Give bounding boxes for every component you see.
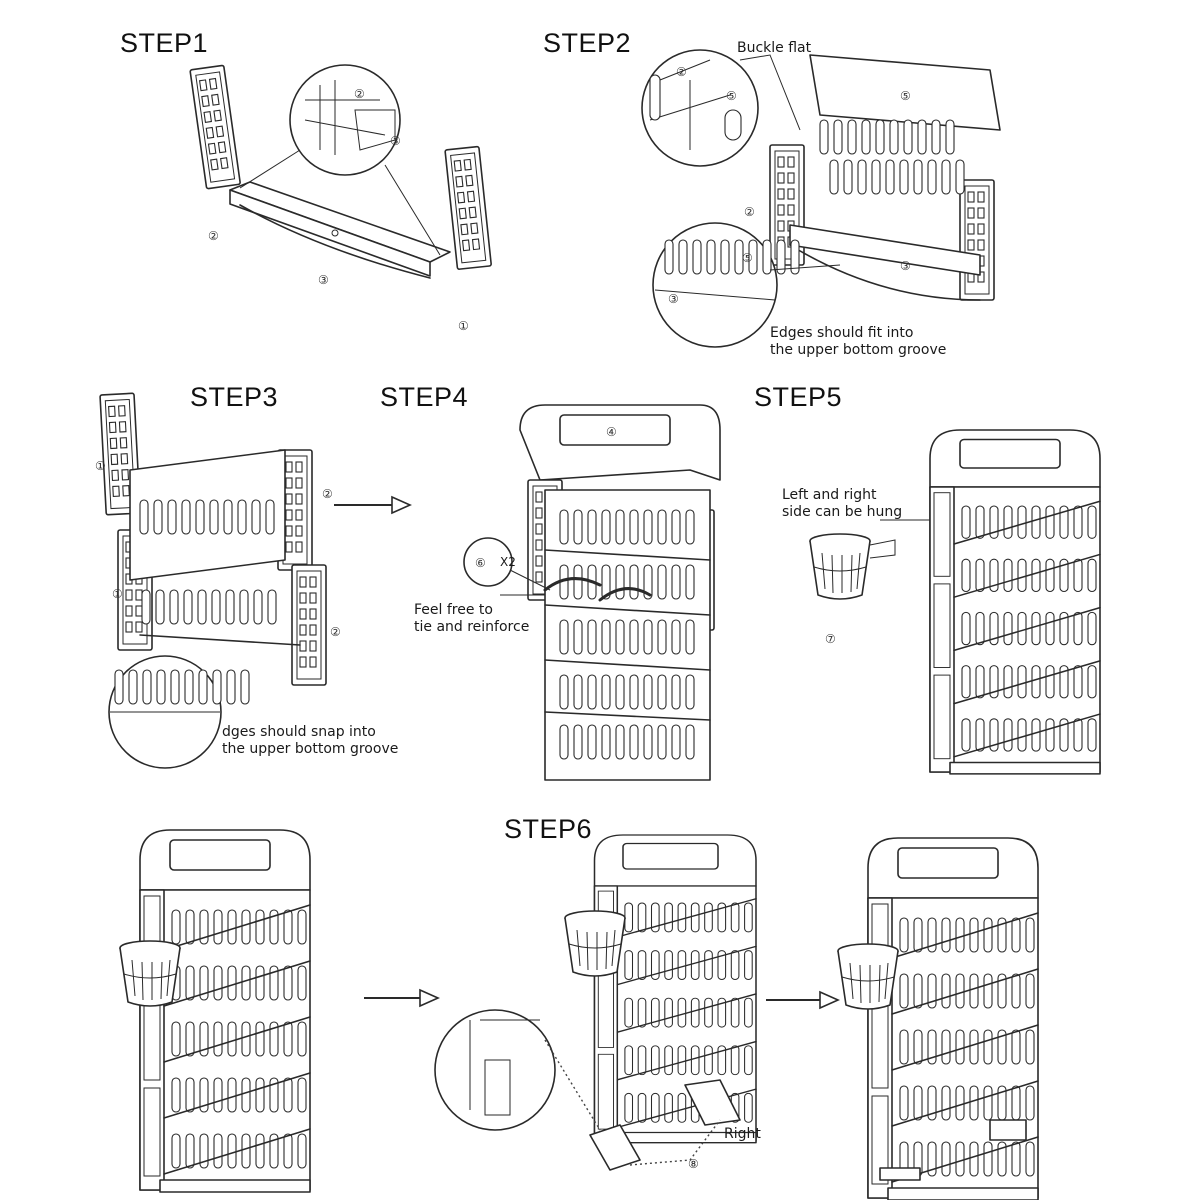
step4-illustration: ④ ⑥ — [463, 404, 721, 781]
s2-part-3: ③ — [900, 259, 911, 273]
part-2-detail-label: ② — [354, 87, 365, 101]
s2-part-2-detail: ② — [676, 65, 687, 79]
part-3-detail-label: ③ — [390, 134, 401, 148]
step5-title: STEP5 — [754, 382, 843, 412]
part-1-label: ① — [458, 319, 469, 333]
right-label: Right — [724, 1126, 761, 1142]
hang-note-line1: Left and right — [782, 487, 877, 503]
s3-part-2-bottom: ② — [330, 625, 341, 639]
s3-part-2-top: ② — [322, 487, 333, 501]
step2-illustration: ② ⑤ ⑤ ② ③ ⑤ ③ — [641, 49, 1001, 348]
tie-note-line2: tie and reinforce — [414, 619, 530, 635]
step4-title: STEP4 — [380, 382, 469, 412]
s3-part-1-top: ① — [95, 459, 106, 473]
tie-count-note: X2 — [500, 555, 516, 569]
step3-title: STEP3 — [190, 382, 279, 412]
step6-title: STEP6 — [504, 814, 593, 844]
tie-note-line1: Feel free to — [414, 602, 493, 618]
s2-part-2: ② — [744, 205, 755, 219]
step3-edges-note-line1: dges should snap into — [222, 724, 376, 740]
step5-illustration: ⑦ — [809, 430, 1100, 774]
step1-title: STEP1 — [120, 28, 209, 58]
step3-edges-note-line2: the upper bottom groove — [222, 741, 399, 757]
s2-part-3-zoom: ③ — [668, 292, 679, 306]
s2-part-5-zoom: ⑤ — [742, 251, 753, 265]
s4-part-6: ⑥ — [475, 556, 486, 570]
s4-part-4: ④ — [606, 425, 617, 439]
s5-part-7: ⑦ — [825, 632, 836, 646]
step6-illustration: ⑧ — [119, 830, 1038, 1200]
s6-part-8: ⑧ — [688, 1157, 699, 1171]
s2-part-5-detail: ⑤ — [726, 89, 737, 103]
hang-note-line2: side can be hung — [782, 504, 903, 520]
step2-edges-note-line2: the upper bottom groove — [770, 342, 947, 358]
buckle-flat-note: Buckle flat — [737, 40, 812, 56]
step2-edges-note-line1: Edges should fit into — [770, 325, 914, 341]
s2-part-5: ⑤ — [900, 89, 911, 103]
part-2-label: ② — [208, 229, 219, 243]
s3-part-1-bottom: ① — [112, 587, 123, 601]
step1-illustration: ② ③ ① ② ③ — [189, 64, 493, 333]
part-3-label: ③ — [318, 273, 329, 287]
step2-title: STEP2 — [543, 28, 632, 58]
step3-illustration: ① ② ① ② — [95, 392, 412, 769]
